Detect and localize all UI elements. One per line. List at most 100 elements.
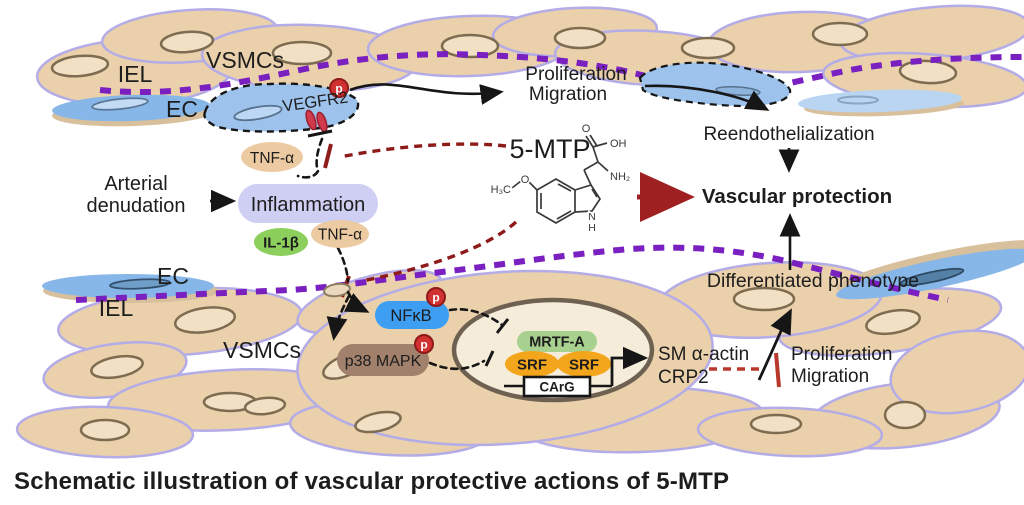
- label-ec-top: EC: [166, 96, 198, 122]
- bond: [583, 169, 592, 186]
- chem-h3c: H₃C: [491, 184, 511, 196]
- tnf-vegfr2-inhibit-bar: [307, 129, 333, 138]
- phospho-badge: [426, 287, 446, 307]
- phospho-label: p: [420, 338, 427, 352]
- bond: [528, 181, 538, 191]
- phospho-label: p: [432, 291, 439, 305]
- chem-nh2: NH₂: [610, 171, 630, 183]
- tnf-nfkb-arrow: [343, 290, 370, 313]
- ec-nucleus-slit: [91, 97, 149, 111]
- cell-nucleus: [732, 286, 796, 312]
- ec-nucleus-slit: [109, 278, 171, 290]
- srf-left: [505, 351, 559, 377]
- tnf-vegfr2-inhibit-line: [296, 137, 324, 179]
- five-mtp-structure-labels: H₃C O O OH NH₂ N H: [489, 122, 632, 236]
- five-mtp-structure: [511, 134, 609, 224]
- cell-nucleus: [173, 306, 237, 334]
- pills: TNF-α Inflammation TNF-α IL-1β NFκB p p3…: [238, 142, 449, 376]
- bond: [556, 210, 572, 220]
- bond: [591, 188, 598, 198]
- tnf-p38-arrow: [326, 294, 351, 341]
- mtp-inhibit-lower-line: [361, 220, 518, 283]
- cell-nucleus: [865, 308, 921, 336]
- benzene-ring: [536, 178, 576, 224]
- label-ec-bottom: EC: [157, 263, 189, 289]
- arrows: [210, 83, 801, 388]
- carg-label: CArG: [539, 380, 574, 395]
- label-5mtp: 5-MTP: [510, 134, 591, 164]
- ec-nucleus-slit: [233, 104, 283, 122]
- tnf-lower-label: TNF-α: [318, 227, 362, 244]
- cell-nucleus: [680, 36, 736, 60]
- tnf-vsmc-line: [336, 246, 350, 283]
- chem-o-carbonyl: O: [582, 123, 591, 135]
- p38-pill: [337, 344, 429, 376]
- bond: [597, 161, 609, 172]
- smactin-diffpheno-curve: [757, 308, 792, 381]
- srf-right-label: SRF: [569, 357, 599, 374]
- ec-nucleus-slit: [899, 267, 965, 287]
- smactin-prolif-inhibit-bar: [774, 352, 781, 388]
- p38-label: p38 MAPK: [345, 353, 422, 370]
- chem-n: N: [588, 211, 596, 223]
- mrtfa-pill: [517, 331, 597, 352]
- label-arterial-2: denudation: [87, 195, 186, 217]
- cell-nucleus: [50, 54, 110, 78]
- label-crp2: CRP2: [658, 367, 709, 388]
- label-reendothelialization: Reendothelialization: [703, 124, 874, 145]
- membrane-pore: [323, 282, 351, 298]
- ec-cell: [798, 89, 962, 113]
- pyrrole-ring: [574, 183, 602, 213]
- label-iel-top: IEL: [118, 61, 153, 87]
- tnf-upper-pill: [241, 142, 303, 172]
- cell-nucleus: [354, 410, 402, 434]
- srf-right: [557, 351, 611, 377]
- label-prolif-top-2: Migration: [529, 84, 607, 105]
- carg-box: [522, 375, 592, 398]
- vsmc-cell: [889, 329, 1024, 415]
- label-vsmcs-bottom: VSMCs: [223, 337, 301, 363]
- iel-membrane-bottom: [75, 244, 949, 303]
- label-vsmcs-top: VSMCs: [206, 47, 284, 73]
- cell-nucleus: [749, 413, 803, 435]
- iel-membrane-top: [99, 51, 1023, 96]
- figure-caption: Schematic illustration of vascular prote…: [14, 468, 729, 495]
- cell-nucleus: [883, 400, 927, 430]
- promoter-arrow: [610, 346, 649, 386]
- inflammation-label: Inflammation: [251, 194, 366, 216]
- label-diff-phenotype: Differentiated phenotype: [707, 270, 919, 292]
- ec-nucleus-slit: [837, 95, 879, 105]
- mtp-inhibit-upper-line: [339, 142, 507, 159]
- chem-o-methoxy: O: [521, 174, 530, 186]
- tnf-lower-pill: [311, 220, 369, 248]
- phospho-badge: [329, 78, 349, 98]
- cell-nucleus: [90, 354, 144, 380]
- bond: [585, 135, 594, 148]
- cell-nucleus: [271, 40, 333, 66]
- cell-nucleus: [553, 26, 607, 50]
- label-prolif-bottom-2: Migration: [791, 366, 869, 387]
- nfkb-label: NFκB: [390, 307, 431, 325]
- phospho-badge: [414, 334, 434, 354]
- prolif-reendo-curve: [644, 84, 770, 111]
- cell-nucleus: [898, 59, 958, 85]
- cell-nucleus: [79, 418, 131, 442]
- cell-nucleus: [440, 33, 500, 59]
- srf-left-label: SRF: [517, 357, 547, 374]
- label-arterial-1: Arterial: [104, 173, 167, 195]
- ec-cells: [42, 89, 1024, 303]
- nfkb-pill: [375, 301, 449, 329]
- mtp-inhibit-upper-bar: [323, 143, 333, 169]
- gene-module: MRTF-A SRF SRF CArG: [504, 331, 649, 398]
- cell-nucleus: [243, 396, 287, 416]
- bond: [557, 183, 572, 192]
- bond: [583, 161, 599, 171]
- il1b-label: IL-1β: [263, 235, 299, 252]
- il1b-pill: [254, 228, 308, 256]
- vsmc-nuclei-bottom: [79, 286, 927, 442]
- vegfr2-receptor-group: p: [305, 78, 349, 133]
- tnf-upper-label: TNF-α: [250, 150, 294, 167]
- vsmc-nuclei-top: [50, 21, 958, 85]
